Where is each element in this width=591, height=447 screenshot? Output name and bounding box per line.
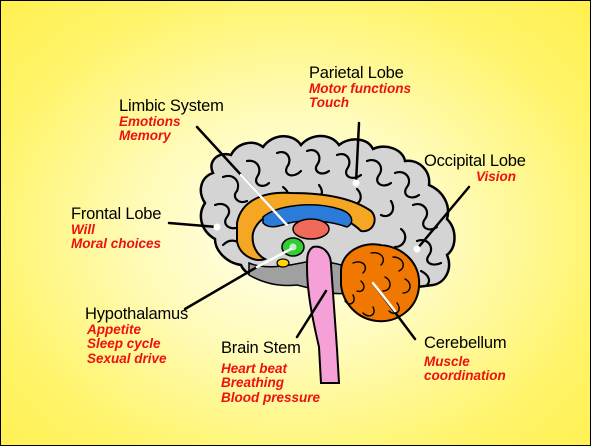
parietal-lobe-label: Parietal Lobe Motor functions Touch bbox=[309, 65, 411, 111]
thalamus-shape bbox=[293, 219, 329, 239]
hypothalamus-label: Hypothalamus Appetite Sleep cycle Sexual… bbox=[85, 306, 188, 366]
cerebellum-label: Cerebellum Muscle coordination bbox=[424, 335, 506, 384]
brainstem-function-3: Blood pressure bbox=[221, 391, 320, 405]
hypothalamus-pointer bbox=[185, 267, 257, 309]
hypothalamus-function-3: Sexual drive bbox=[87, 352, 188, 366]
cerebellum-function-1: Muscle bbox=[424, 355, 506, 369]
brainstem-function-1: Heart beat bbox=[221, 362, 320, 376]
limbic-function-1: Emotions bbox=[119, 115, 224, 129]
limbic-function-2: Memory bbox=[119, 129, 224, 143]
frontal-lobe-title: Frontal Lobe bbox=[71, 206, 161, 223]
occipital-lobe-label: Occipital Lobe Vision bbox=[424, 153, 526, 184]
occipital-lobe-title: Occipital Lobe bbox=[424, 153, 526, 170]
frontal-lobe-label: Frontal Lobe Will Moral choices bbox=[71, 206, 161, 252]
limbic-system-label: Limbic System Emotions Memory bbox=[119, 98, 224, 144]
frontal-function-1: Will bbox=[71, 223, 161, 237]
brainstem-function-2: Breathing bbox=[221, 376, 320, 390]
brain-stem-label: Brain Stem Heart beat Breathing Blood pr… bbox=[221, 340, 320, 405]
brain-stem-title: Brain Stem bbox=[221, 340, 320, 357]
parietal-function-1: Motor functions bbox=[309, 82, 411, 96]
hypothalamus-title: Hypothalamus bbox=[85, 306, 188, 323]
cerebellum-shape bbox=[341, 244, 419, 321]
cerebellum-title: Cerebellum bbox=[424, 335, 506, 352]
parietal-function-2: Touch bbox=[309, 96, 411, 110]
limbic-system-title: Limbic System bbox=[119, 98, 224, 115]
frontal-function-2: Moral choices bbox=[71, 237, 161, 251]
cerebellum-function-2: coordination bbox=[424, 369, 506, 383]
hypothalamus-function-2: Sleep cycle bbox=[87, 337, 188, 351]
hypothalamus-function-1: Appetite bbox=[87, 323, 188, 337]
parietal-lobe-title: Parietal Lobe bbox=[309, 65, 411, 82]
occipital-function-1: Vision bbox=[476, 170, 526, 184]
